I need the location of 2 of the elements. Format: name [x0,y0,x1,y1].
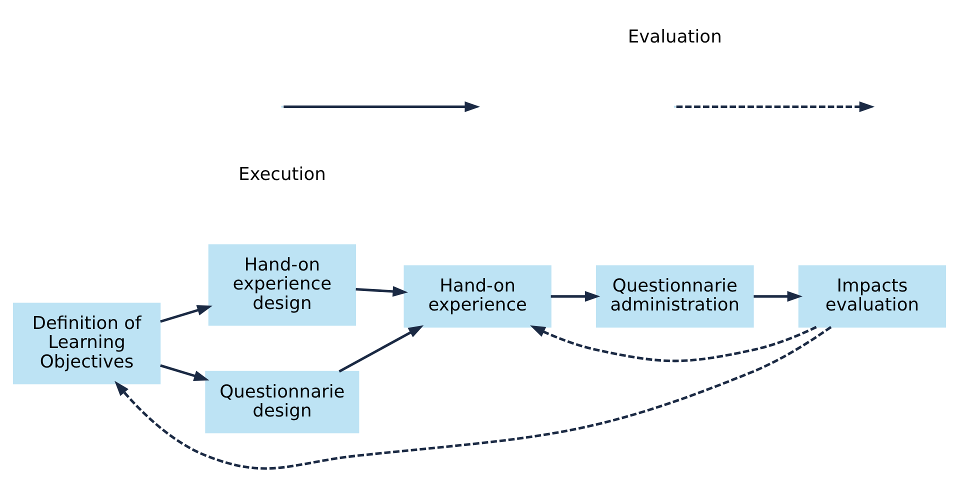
legend-label: Evaluation [628,26,722,48]
legend-label: Execution [238,164,326,186]
